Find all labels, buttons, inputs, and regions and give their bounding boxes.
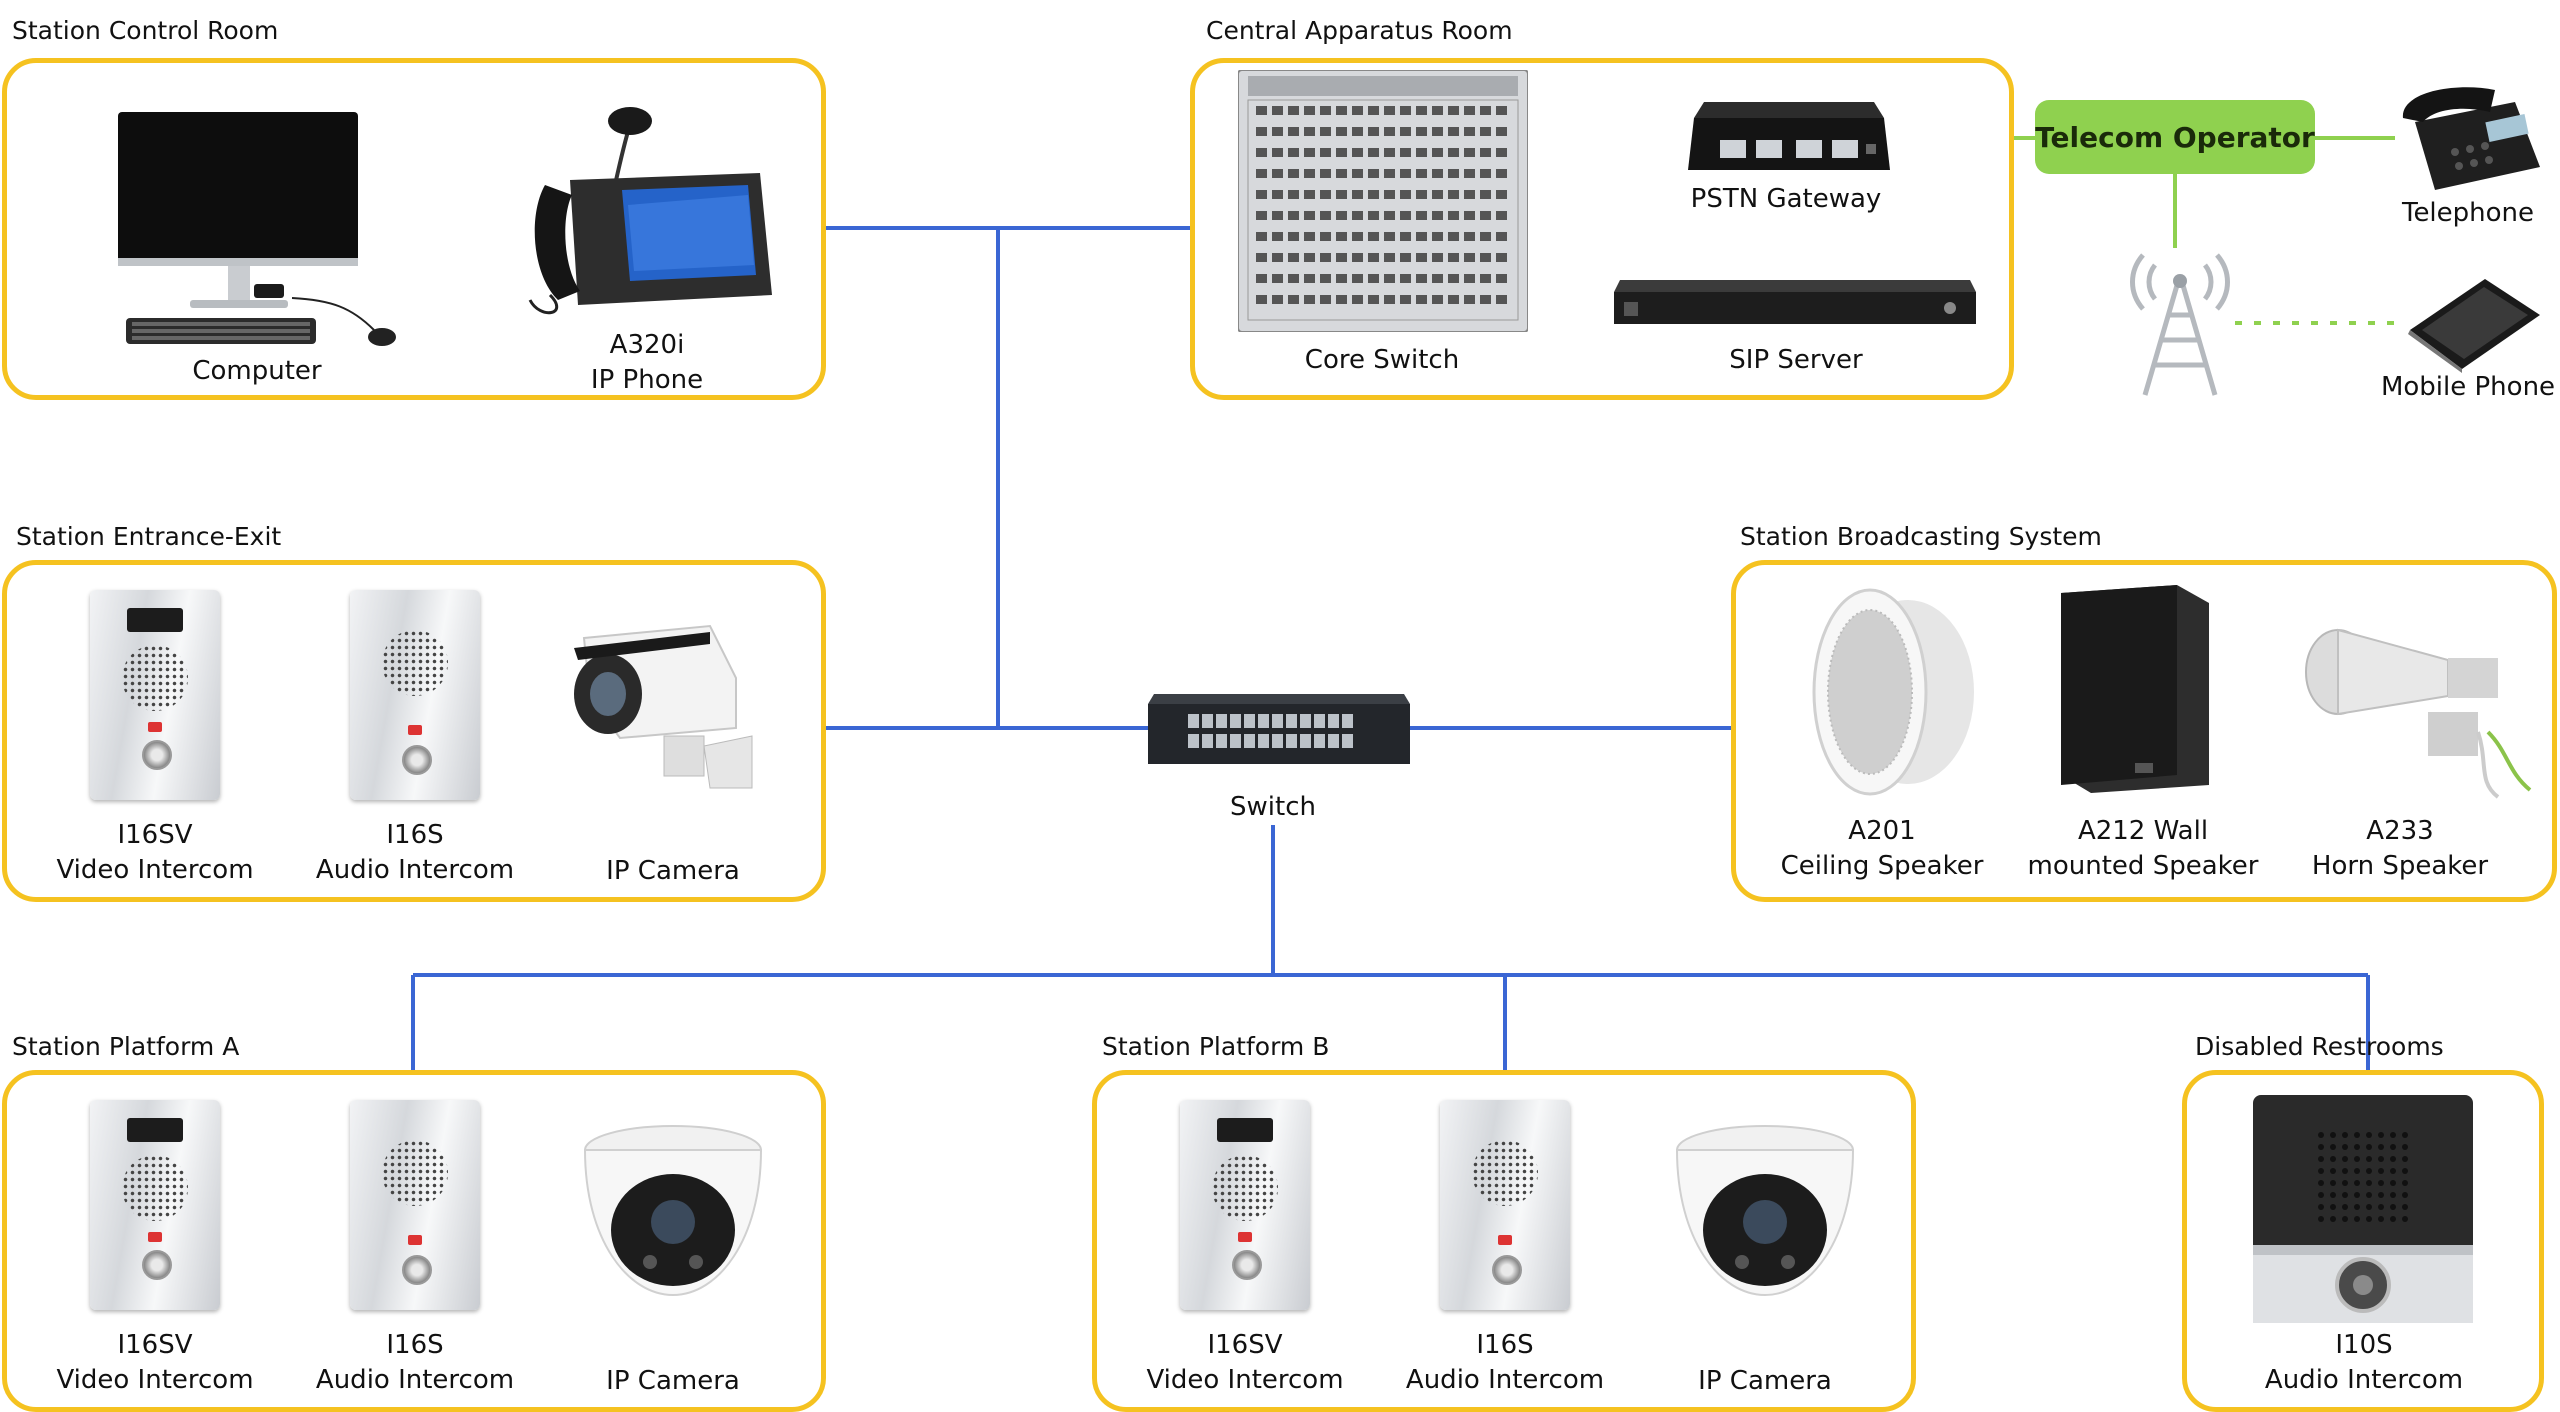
group-title-platform-b: Station Platform B [1102,1032,1330,1061]
ip-camera-platform-a-label: IP Camera [606,1366,740,1396]
pstn-gateway-icon [1688,102,1890,170]
sip-server-label: SIP Server [1729,345,1863,375]
cell-tower-icon [2130,253,2230,396]
ip-camera-entrance-label: IP Camera [606,856,740,886]
telephone-label: Telephone [2401,198,2535,228]
group-title-platform-a: Station Platform A [12,1032,240,1061]
core-switch-label: Core Switch [1304,345,1460,375]
pstn-gateway-label: PSTN Gateway [1690,184,1882,214]
wall-speaker-icon [2061,585,2209,793]
group-title-apparatus-room: Central Apparatus Room [1206,16,1513,45]
group-title-control-room: Station Control Room [12,16,279,45]
ceiling-speaker-icon [1812,588,1974,796]
dome-camera-icon [1675,1125,1855,1297]
dome-camera-icon [583,1125,763,1297]
sip-server-icon [1614,280,1976,324]
core-switch-icon [1238,70,1528,332]
i16s-intercom-icon [1440,1100,1570,1310]
i16sv-intercom-icon [90,590,220,800]
ip-camera-platform-b-label: IP Camera [1698,1366,1832,1396]
group-title-restrooms: Disabled Restrooms [2195,1032,2444,1061]
switch-label: Switch [1230,792,1316,822]
telephone-icon [2402,87,2540,190]
ip-phone-icon [528,107,772,315]
i16s-intercom-icon [350,590,480,800]
computer-icon [118,112,396,346]
switch-icon [1148,694,1410,764]
bullet-camera-icon [574,624,753,789]
i16sv-intercom-icon [90,1100,220,1310]
computer-label: Computer [192,356,322,386]
mobile-phone-icon [2408,279,2540,373]
i16sv-intercom-icon [1180,1100,1310,1310]
i10s-intercom-icon [2253,1095,2473,1323]
i16s-intercom-icon [350,1100,480,1310]
horn-speaker-icon [2305,628,2532,799]
group-title-entrance-exit: Station Entrance-Exit [16,522,282,551]
telecom-operator-badge: Telecom Operator [2035,100,2315,174]
mobile-phone-label: Mobile Phone [2380,372,2556,402]
group-title-broadcasting: Station Broadcasting System [1740,522,2102,551]
